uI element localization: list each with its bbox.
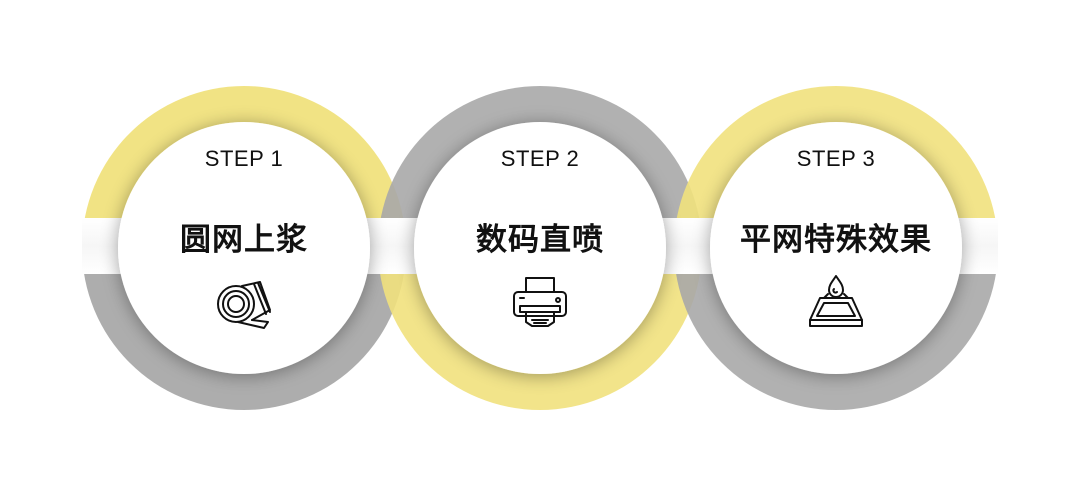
step-1-label: STEP 1 (204, 146, 284, 171)
disc-step-3 (710, 122, 962, 374)
step-2-label: STEP 2 (500, 146, 580, 171)
step-3-title: 平网特殊效果 (740, 222, 932, 258)
printer-icon (513, 277, 567, 327)
step-2: STEP 2 数码直喷 (412, 120, 668, 376)
tape-roll-icon (217, 281, 271, 329)
step-3: STEP 3 平网特殊效果 (708, 120, 964, 376)
disc-step-1 (118, 122, 370, 374)
disc-step-2 (414, 122, 666, 374)
screen-tray-drop-icon (809, 275, 863, 327)
step-1-title: 圆网上浆 (180, 222, 308, 258)
step-3-label: STEP 3 (796, 146, 876, 171)
step-2-title: 数码直喷 (476, 222, 604, 258)
step-1: STEP 1 圆网上浆 (116, 120, 372, 376)
